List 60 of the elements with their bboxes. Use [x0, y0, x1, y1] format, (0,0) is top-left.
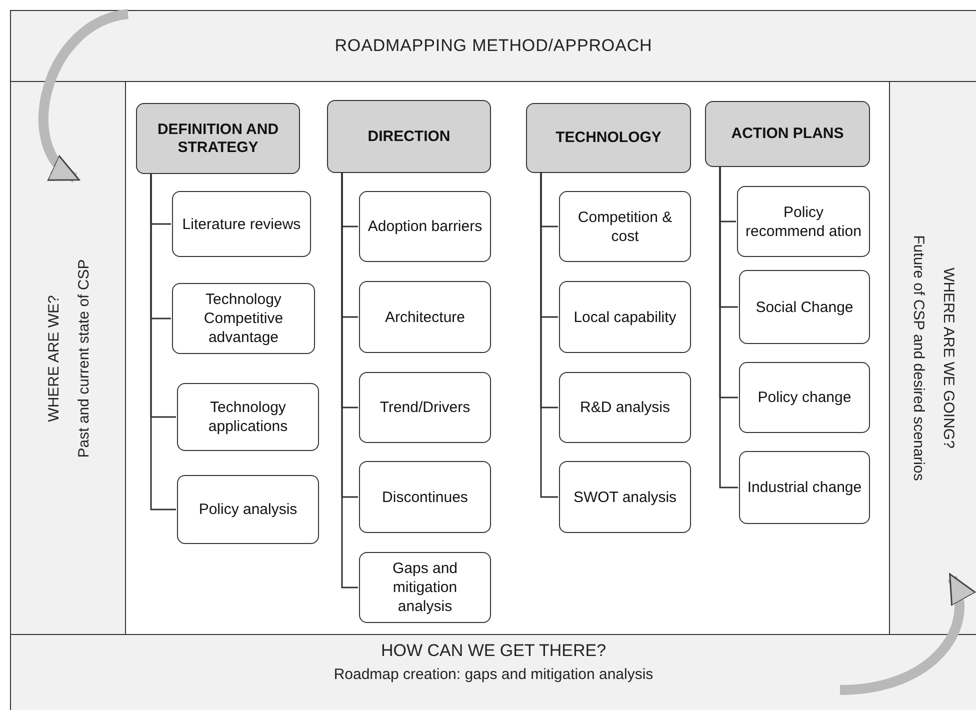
category-box	[705, 101, 870, 167]
item-label: Social Change	[756, 298, 854, 316]
item-label: Adoption barriers	[368, 217, 482, 236]
footer-band	[10, 634, 976, 710]
category-label: ACTION PLANS	[731, 125, 844, 143]
item-box	[559, 281, 691, 353]
band-title: ROADMAPPING METHOD/APPROACH	[334, 35, 652, 58]
item-box	[739, 362, 870, 433]
item-label: Gaps and mitigation analysis	[391, 559, 459, 616]
category-label: DIRECTION	[368, 128, 450, 146]
item-box	[172, 191, 311, 257]
category-label: DEFINITION AND STRATEGY	[156, 120, 280, 156]
band-subtitle: Future of CSP and desired scenarios	[909, 235, 928, 481]
connector-line	[719, 167, 738, 488]
band-title: HOW CAN WE GET THERE?	[380, 640, 606, 662]
item-label: Discontinues	[382, 488, 468, 506]
band-title: WHERE ARE WE?	[44, 294, 62, 422]
band-title: WHERE ARE WE GOING?	[939, 268, 958, 448]
item-label: Architecture	[384, 308, 466, 326]
category-label: TECHNOLOGY	[556, 129, 662, 147]
item-label: Technology applications	[207, 398, 289, 436]
item-box	[359, 552, 491, 623]
band-subtitle: Roadmap creation: gaps and mitigation analysis	[334, 665, 654, 685]
item-box	[359, 372, 491, 443]
item-label: SWOT analysis	[573, 488, 677, 506]
item-box	[359, 191, 491, 262]
band-subtitle: Past and current state of CSP	[74, 258, 92, 458]
item-label: Literature reviews	[182, 214, 301, 234]
item-box	[172, 283, 315, 354]
item-box	[737, 186, 870, 257]
item-box	[359, 281, 491, 353]
item-label: Policy analysis	[198, 500, 298, 519]
connector-line	[341, 173, 358, 588]
category-box	[136, 103, 300, 174]
item-label: Technology Competitive advantage	[202, 290, 284, 347]
curved-arrow	[840, 573, 974, 695]
item-label: Policy recommend ation	[744, 202, 862, 240]
content-panel	[125, 82, 890, 634]
item-box	[177, 383, 319, 451]
item-box	[359, 461, 491, 533]
item-label: Policy change	[758, 388, 852, 407]
item-box	[177, 475, 319, 544]
side-band	[10, 82, 125, 634]
category-box	[526, 103, 691, 173]
category-box	[327, 100, 491, 173]
item-box	[739, 270, 870, 344]
item-box	[559, 191, 691, 262]
item-label: Local capability	[574, 308, 676, 326]
item-label: Industrial change	[747, 478, 862, 497]
item-label: Competition & cost	[576, 208, 674, 246]
connector-line	[540, 173, 558, 498]
side-band	[890, 82, 976, 634]
item-box	[559, 372, 691, 443]
connector-line	[150, 174, 176, 510]
item-box	[739, 451, 870, 524]
header-band	[10, 10, 976, 82]
item-label: Trend/Drivers	[380, 398, 470, 417]
item-label: R&D analysis	[580, 398, 670, 417]
item-box	[559, 461, 691, 533]
curved-arrow	[38, 9, 130, 182]
